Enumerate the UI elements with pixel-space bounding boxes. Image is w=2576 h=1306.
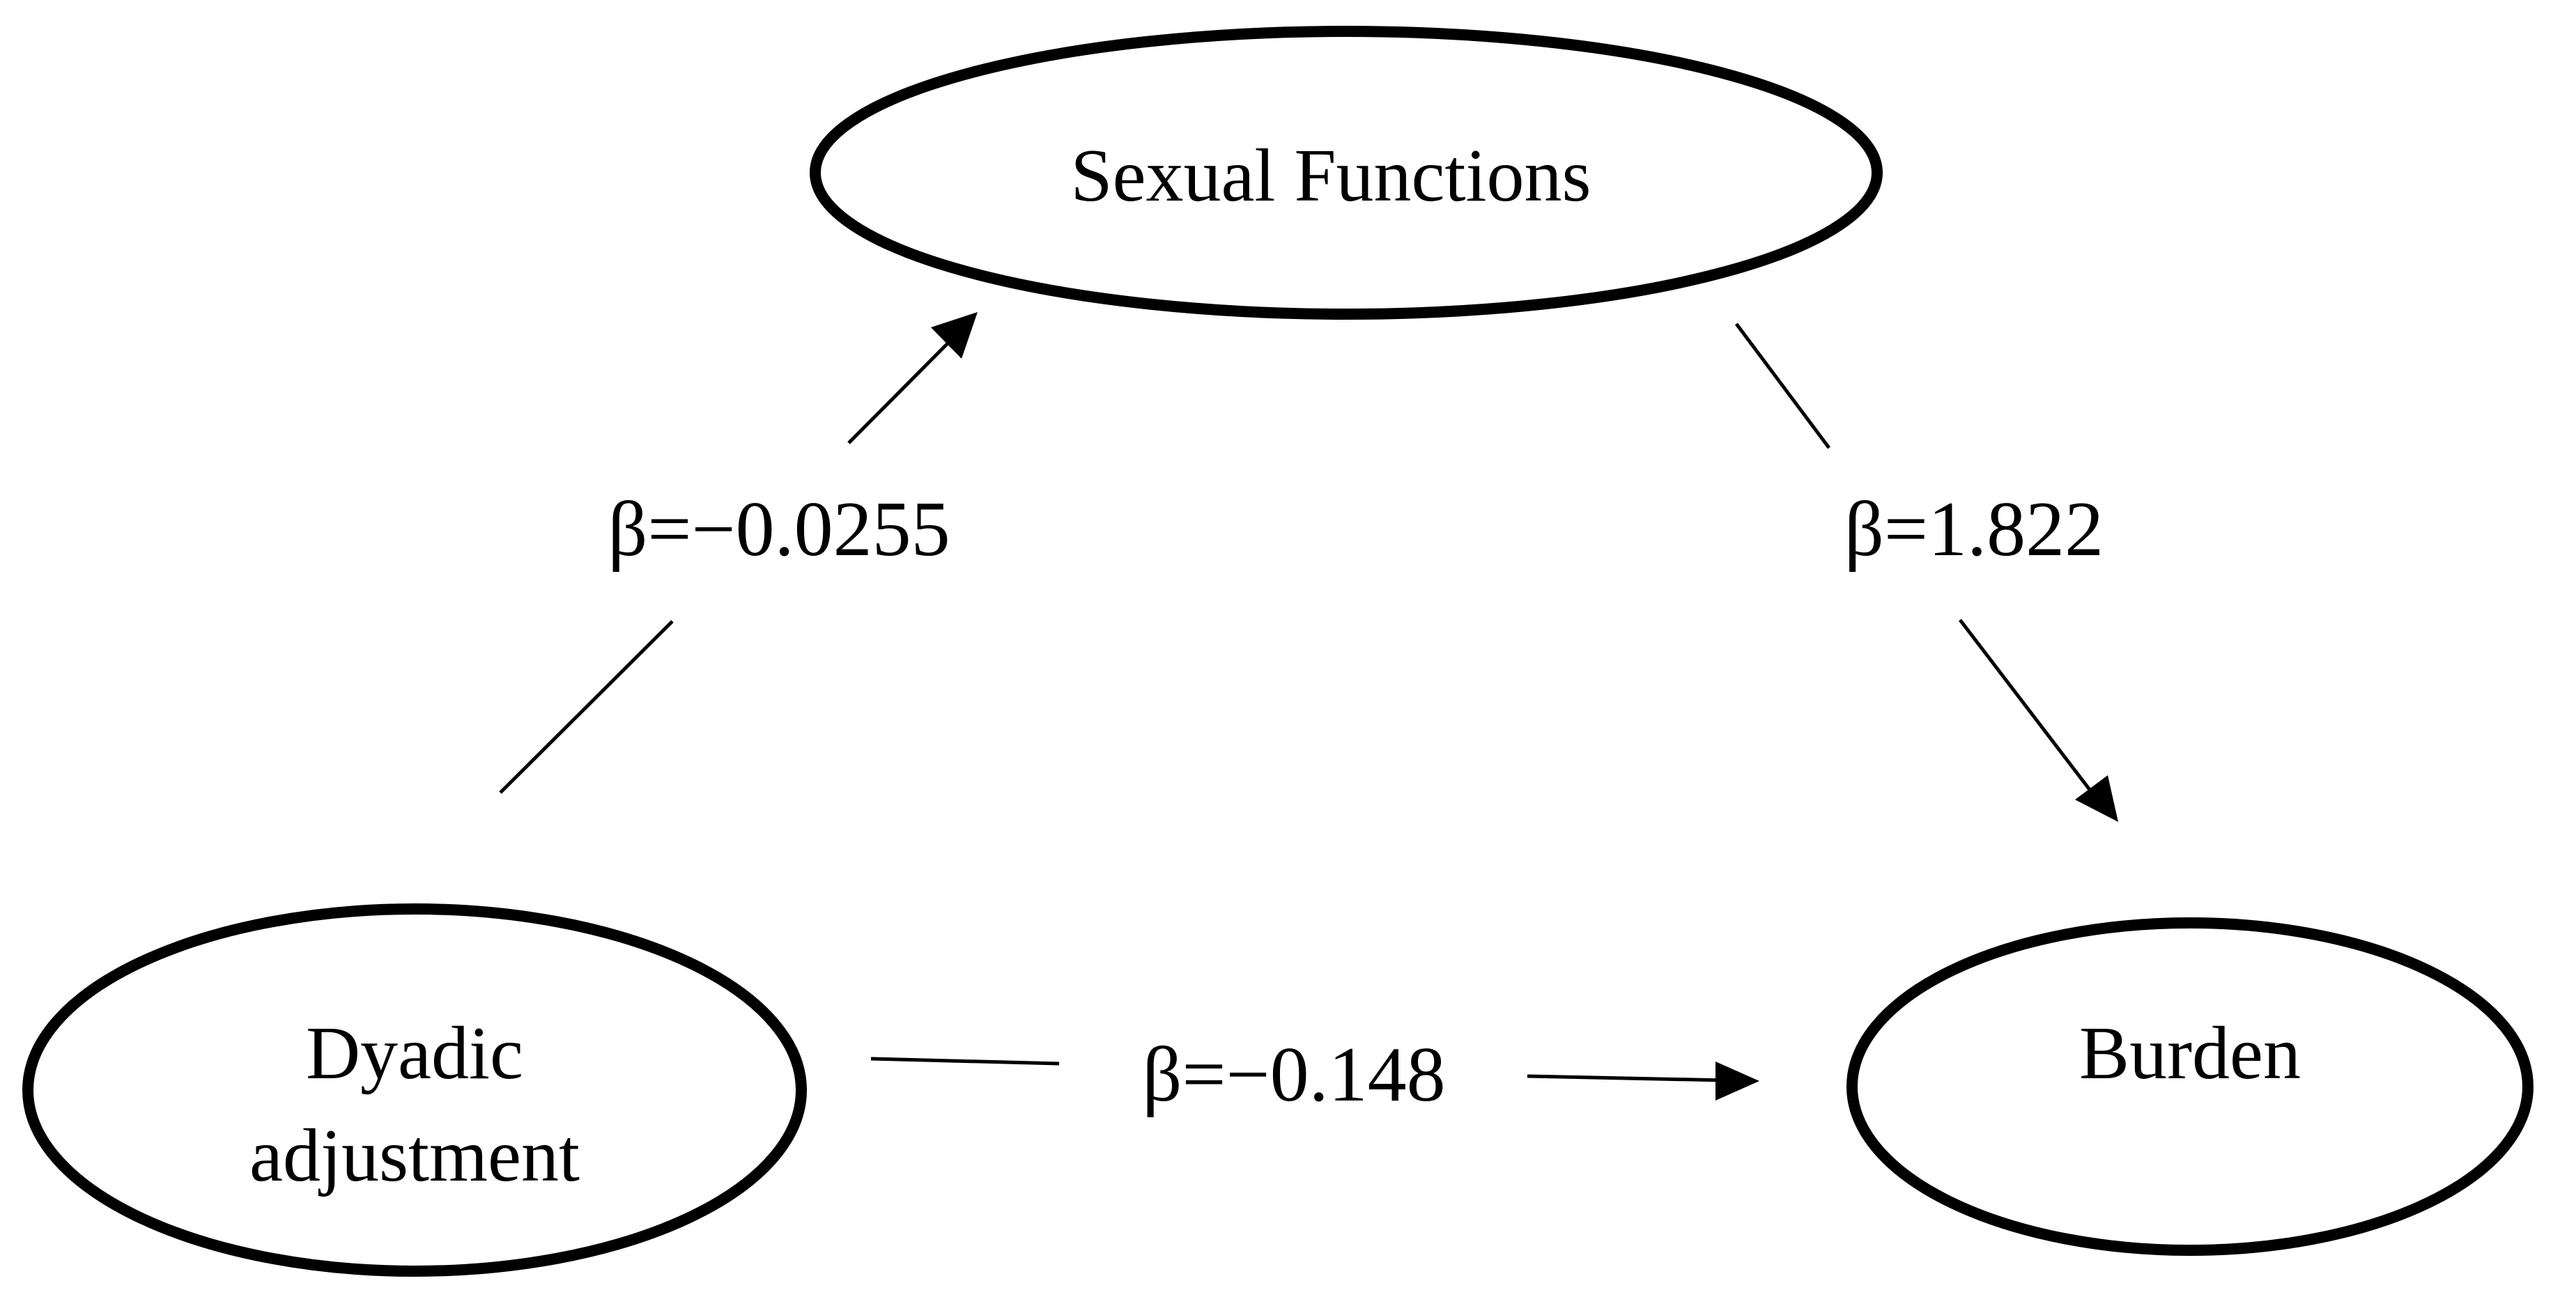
path-dyadic-to-burden-coefficient: β=−0.148 <box>1142 1032 1445 1118</box>
path-dyadic-to-burden-arrowhead <box>1715 1062 1759 1101</box>
node-dyadic-adjustment-ellipse <box>22 903 807 1277</box>
node-dyadic-adjustment-label-line1: Dyadic <box>306 1012 523 1095</box>
path-dyadic-to-sexual-upper-segment <box>847 339 952 444</box>
path-sexual-to-burden-lower-segment <box>1959 619 2092 792</box>
path-dyadic-to-burden-right-segment <box>1527 1074 1725 1082</box>
path-sexual-to-burden: β=1.822 <box>1734 322 2118 822</box>
node-dyadic-adjustment: Dyadic adjustment <box>22 903 807 1277</box>
path-dyadic-to-sexual-lower-segment <box>499 620 674 794</box>
path-sexual-to-burden-upper-segment <box>1734 322 1831 449</box>
path-sexual-to-burden-coefficient: β=1.822 <box>1844 486 2104 573</box>
node-burden-ellipse <box>1846 917 2533 1256</box>
node-dyadic-adjustment-label-line2: adjustment <box>249 1114 580 1197</box>
node-sexual-functions: Sexual Functions <box>810 26 1883 320</box>
path-dyadic-to-sexual: β=−0.0255 <box>499 312 978 794</box>
node-sexual-functions-label: Sexual Functions <box>1071 134 1591 217</box>
node-burden-label: Burden <box>2079 1012 2301 1095</box>
path-dyadic-to-sexual-arrowhead <box>931 312 978 359</box>
path-dyadic-to-burden: β=−0.148 <box>870 1032 1759 1118</box>
path-dyadic-to-burden-left-segment <box>870 1057 1060 1066</box>
path-dyadic-to-sexual-coefficient: β=−0.0255 <box>608 486 950 573</box>
node-burden: Burden <box>1846 917 2533 1256</box>
node-sexual-functions-ellipse <box>810 26 1883 320</box>
path-sexual-to-burden-arrowhead <box>2075 775 2118 822</box>
